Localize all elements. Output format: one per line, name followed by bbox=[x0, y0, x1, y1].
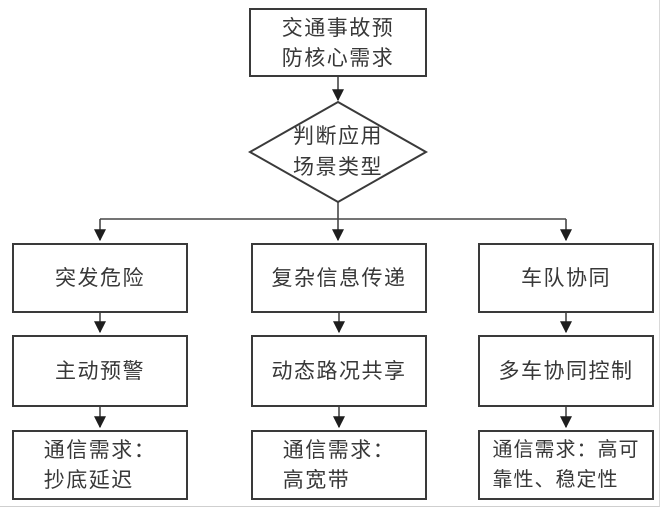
action-box-dynamic-road-sharing-label: 动态路况共享 bbox=[271, 359, 407, 383]
scenario-box-sudden-hazard-label: 突发危险 bbox=[55, 266, 145, 290]
decision-node: 判断应用 场景类型 bbox=[258, 121, 418, 183]
requirement-low-latency-line1: 通信需求： bbox=[43, 438, 157, 462]
requirement-box-low-latency: 通信需求： 抄底延迟 bbox=[12, 430, 188, 500]
scenario-box-complex-info: 复杂信息传递 bbox=[251, 243, 427, 313]
action-box-active-warning: 主动预警 bbox=[12, 335, 188, 407]
action-box-active-warning-label: 主动预警 bbox=[55, 359, 145, 383]
scenario-box-fleet-coordination: 车队协同 bbox=[478, 243, 654, 313]
action-box-dynamic-road-sharing: 动态路况共享 bbox=[251, 335, 427, 407]
requirement-box-high-reliability-label: 通信需求：高可 靠性、稳定性 bbox=[493, 435, 640, 495]
scenario-box-sudden-hazard: 突发危险 bbox=[12, 243, 188, 313]
requirement-high-reliability-line2: 靠性、稳定性 bbox=[492, 469, 619, 491]
decision-node-label: 判断应用 场景类型 bbox=[293, 121, 383, 183]
start-node: 交通事故预 防核心需求 bbox=[249, 8, 427, 77]
action-box-multi-vehicle-control: 多车协同控制 bbox=[478, 335, 654, 407]
requirement-high-bandwidth-line2: 高宽带 bbox=[282, 468, 351, 492]
requirement-box-high-bandwidth-label: 通信需求： 高宽带 bbox=[283, 435, 396, 495]
requirement-box-low-latency-label: 通信需求： 抄底延迟 bbox=[44, 435, 157, 495]
requirement-box-high-reliability: 通信需求：高可 靠性、稳定性 bbox=[478, 430, 654, 500]
requirement-high-reliability-line1: 通信需求：高可 bbox=[492, 439, 640, 461]
decision-diamond-shape bbox=[247, 100, 429, 204]
action-box-multi-vehicle-control-label: 多车协同控制 bbox=[498, 359, 634, 383]
requirement-low-latency-line2: 抄底延迟 bbox=[43, 468, 134, 492]
scenario-box-fleet-coordination-label: 车队协同 bbox=[521, 266, 611, 290]
requirement-box-high-bandwidth: 通信需求： 高宽带 bbox=[251, 430, 427, 500]
scenario-box-complex-info-label: 复杂信息传递 bbox=[271, 266, 407, 290]
decision-node-line1: 判断应用 bbox=[293, 124, 383, 148]
requirement-high-bandwidth-line1: 通信需求： bbox=[282, 438, 396, 462]
decision-node-line2: 场景类型 bbox=[293, 155, 383, 179]
start-node-line1: 交通事故预 bbox=[281, 15, 395, 40]
start-node-line2: 防核心需求 bbox=[281, 45, 395, 70]
start-node-label: 交通事故预 防核心需求 bbox=[282, 13, 395, 73]
